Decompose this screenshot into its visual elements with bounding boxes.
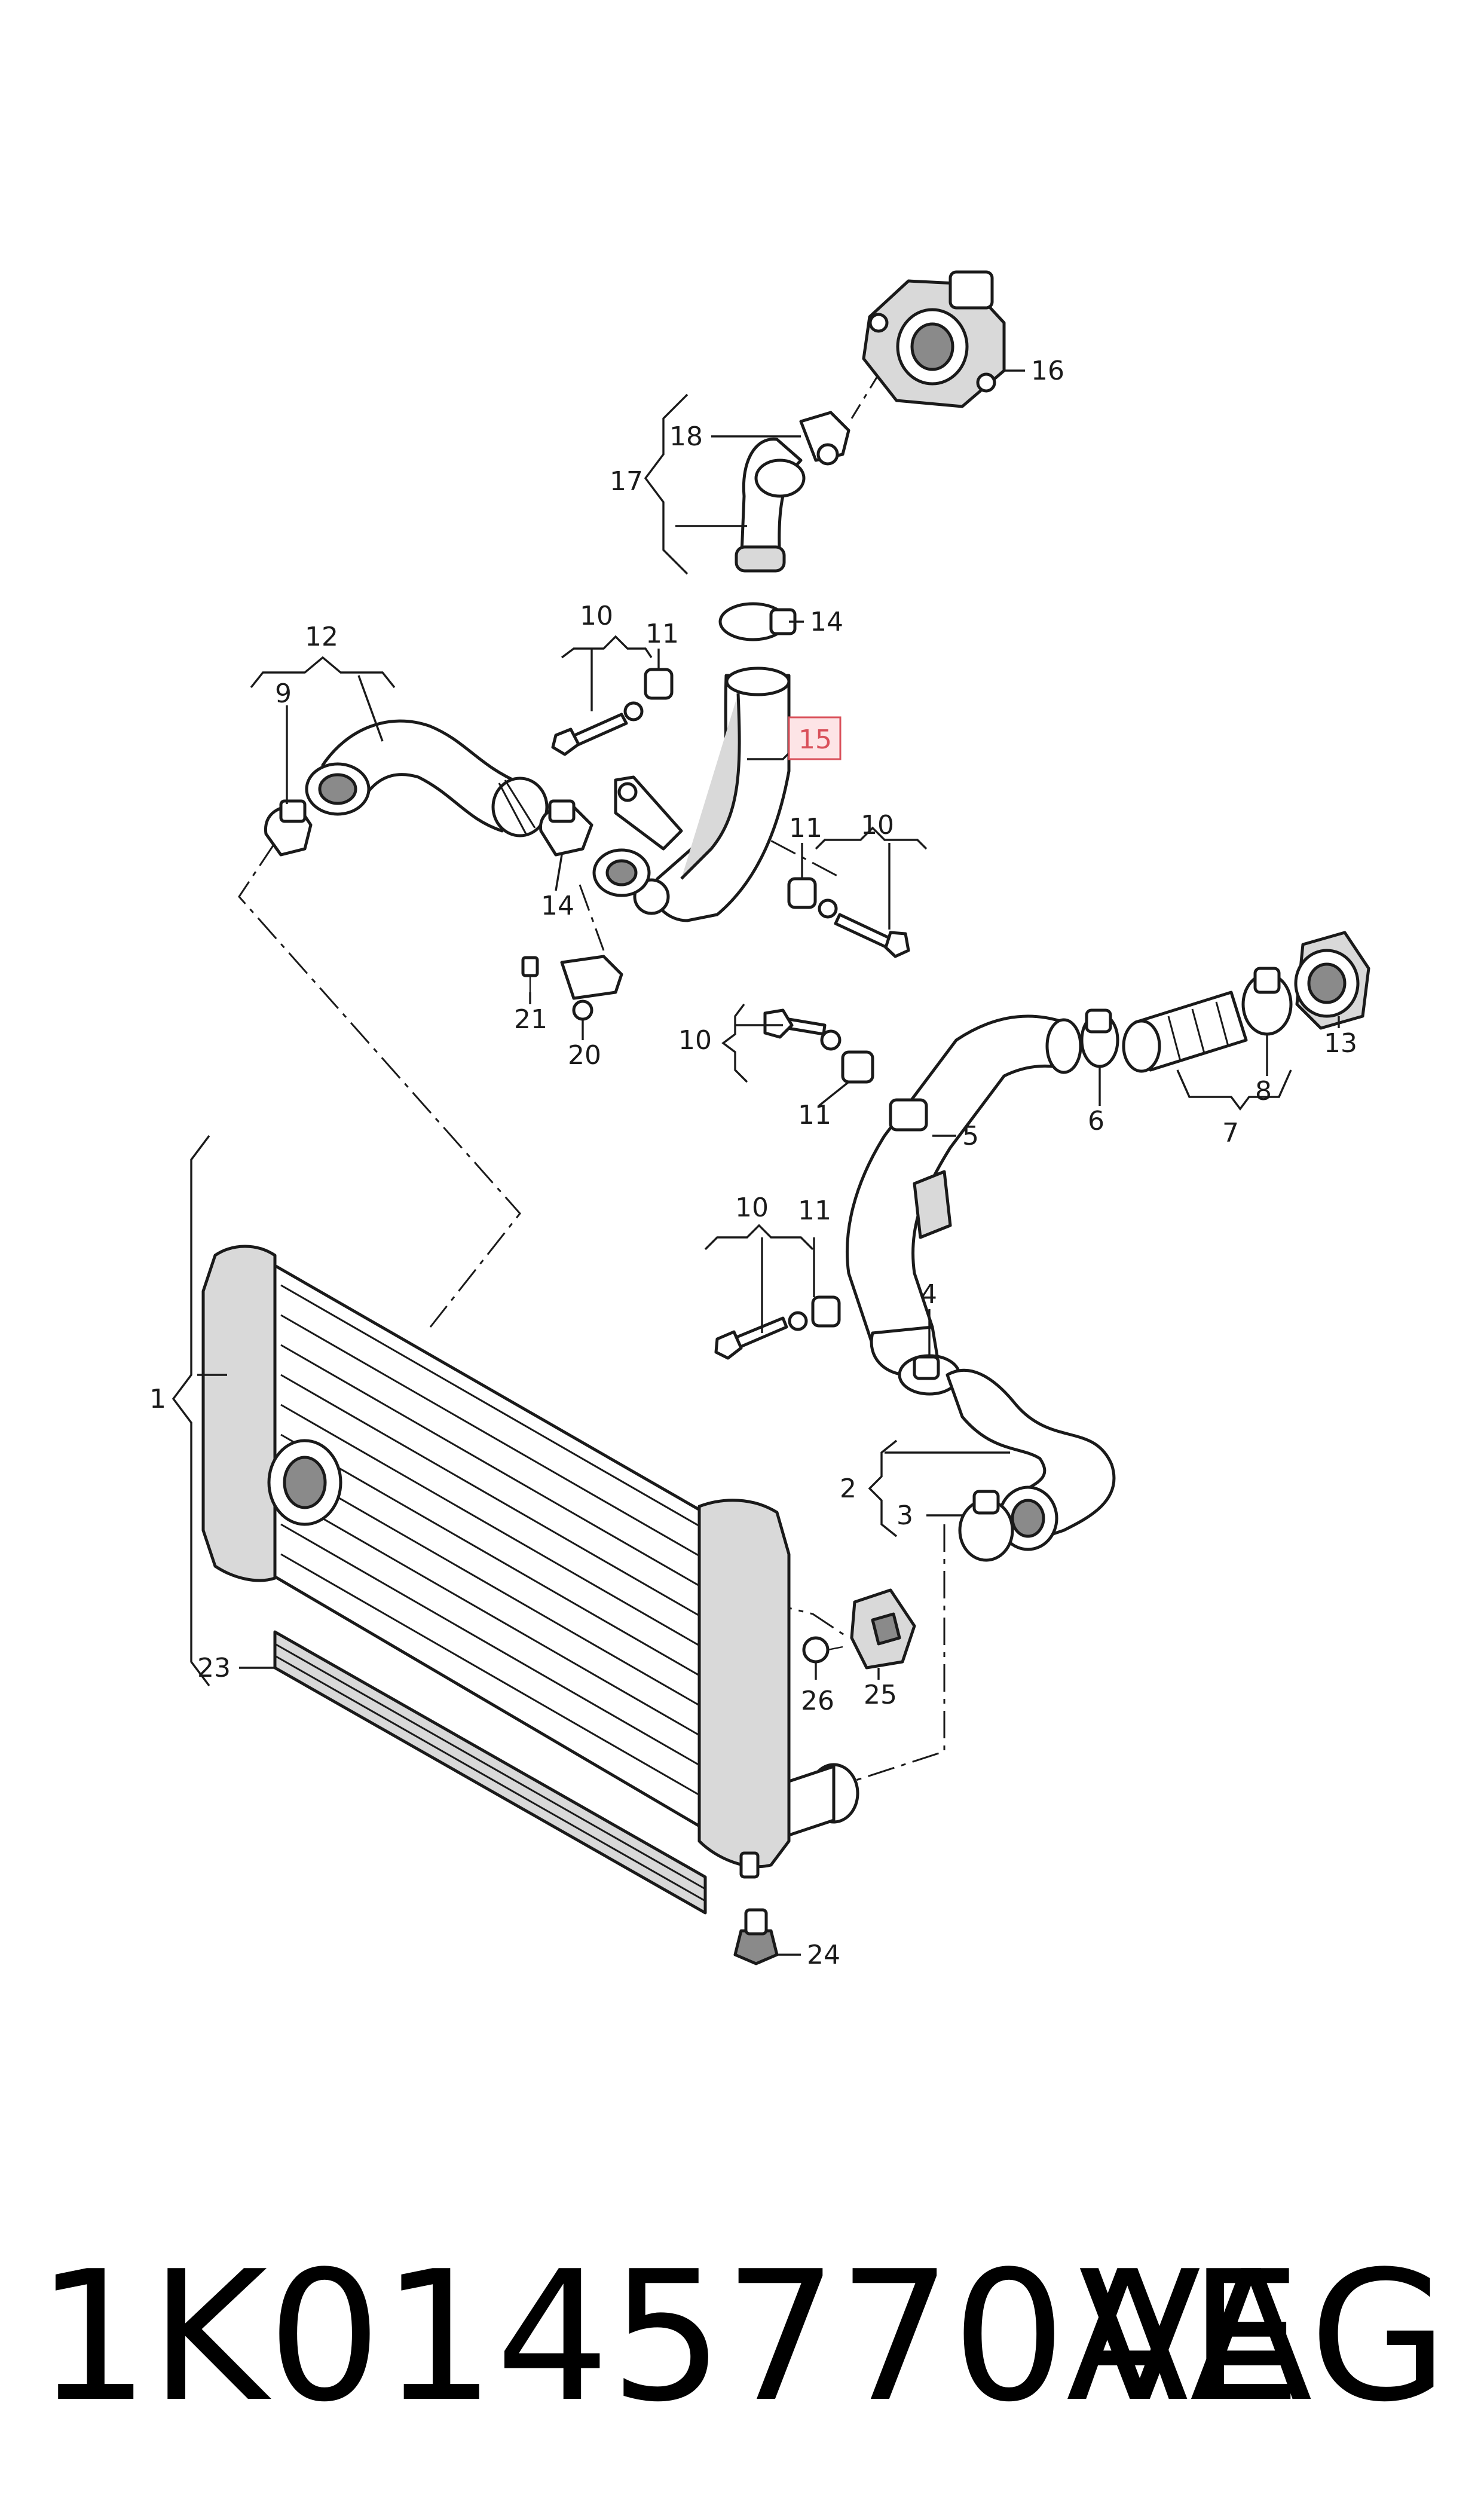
- callout-20: 20: [568, 1040, 601, 1071]
- callout-23: 23: [197, 1653, 231, 1683]
- callout-14-upper: 14: [810, 607, 843, 637]
- part-18-clamp: [799, 411, 850, 466]
- callout-15-highlight-box: [788, 716, 842, 760]
- callout-14-lower: 14: [541, 891, 574, 921]
- leader-lines: [172, 369, 1340, 1956]
- assembly-line-sensor: [579, 884, 605, 951]
- part-10-bolt-d: [714, 1311, 808, 1360]
- callout-18: 18: [669, 421, 703, 452]
- part-14-clamp-upper: [718, 602, 797, 641]
- footer-caption: 1K0145770AE VAG: [0, 2212, 1484, 2463]
- part-14-clamp-lower: [539, 799, 593, 857]
- callout-10-c: 10: [678, 1025, 712, 1056]
- callout-11-d: 11: [798, 1196, 831, 1226]
- callout-21: 21: [514, 1004, 547, 1035]
- callout-8: 8: [1255, 1076, 1272, 1106]
- part-13-intake-flange: [1294, 931, 1370, 1030]
- callout-10-a: 10: [580, 601, 613, 631]
- callout-3: 3: [896, 1500, 913, 1531]
- callout-2: 2: [840, 1474, 856, 1504]
- part-24-rubber-mount: [733, 1908, 779, 1965]
- exploded-parts-diagram: 16 17 18 14 15 12 9 14 10 11 10 11 21 20…: [149, 270, 1370, 1970]
- part-10-bolt-b: [818, 898, 910, 958]
- part-11-bushing-d: [811, 1295, 841, 1328]
- callout-16: 16: [1031, 356, 1064, 386]
- callout-4: 4: [920, 1279, 937, 1310]
- callout-1: 1: [149, 1384, 166, 1414]
- callout-7: 7: [1222, 1118, 1239, 1148]
- part-17-upper-hose: [735, 438, 806, 573]
- part-12-hose: [305, 719, 549, 837]
- callout-6: 6: [1088, 1106, 1104, 1136]
- part-25-bracket: [850, 1588, 916, 1670]
- part-9-clamp: [264, 799, 313, 857]
- part-16-throttle-body: [862, 270, 1006, 408]
- part-10-bolt-c: [763, 1008, 842, 1051]
- callout-10-b: 10: [861, 810, 894, 840]
- part-26-screw: [802, 1636, 843, 1664]
- callout-5: 5: [962, 1121, 979, 1151]
- part-5-charge-pipe: [846, 1014, 1082, 1377]
- callout-12: 12: [305, 622, 338, 652]
- part-21-screw: [521, 956, 539, 992]
- part-20-sensor: [560, 955, 623, 1021]
- part-4-clamp: [898, 1354, 961, 1396]
- flange-connector: [592, 848, 651, 897]
- part-11-bushing-a: [644, 668, 674, 700]
- brand-name: VAG: [1078, 2233, 1448, 2441]
- callout-10-d: 10: [735, 1193, 769, 1223]
- part-6-clamp: [1080, 1008, 1119, 1068]
- callout-11-c: 11: [798, 1100, 831, 1130]
- callout-15: 15: [798, 724, 832, 755]
- part-1-charge-air-cooler: [201, 1245, 859, 1879]
- callout-26: 26: [801, 1686, 834, 1716]
- assembly-line-left-hose: [238, 842, 521, 1328]
- callout-9: 9: [275, 678, 292, 709]
- part-10-bolt-a: [551, 701, 644, 756]
- callout-25: 25: [864, 1680, 897, 1710]
- callout-labels: 16 17 18 14 15 12 9 14 10 11 10 11 21 20…: [149, 356, 1357, 1970]
- part-8-clamp: [1241, 967, 1293, 1036]
- part-3-clamp: [958, 1490, 1014, 1562]
- callout-11-a: 11: [645, 619, 679, 649]
- callout-17: 17: [610, 466, 643, 497]
- part-7-hose: [1122, 991, 1248, 1073]
- part-11-bushing-c: [841, 1050, 874, 1084]
- callout-24: 24: [807, 1940, 840, 1970]
- callout-13: 13: [1324, 1028, 1357, 1059]
- part-11-bushing-b: [787, 877, 817, 909]
- part-number: 1K0145770AE: [36, 2233, 1302, 2441]
- part-15-charge-air-pipe: [614, 667, 791, 922]
- part-23-air-guide: [273, 1630, 707, 1915]
- callout-11-b: 11: [789, 813, 822, 843]
